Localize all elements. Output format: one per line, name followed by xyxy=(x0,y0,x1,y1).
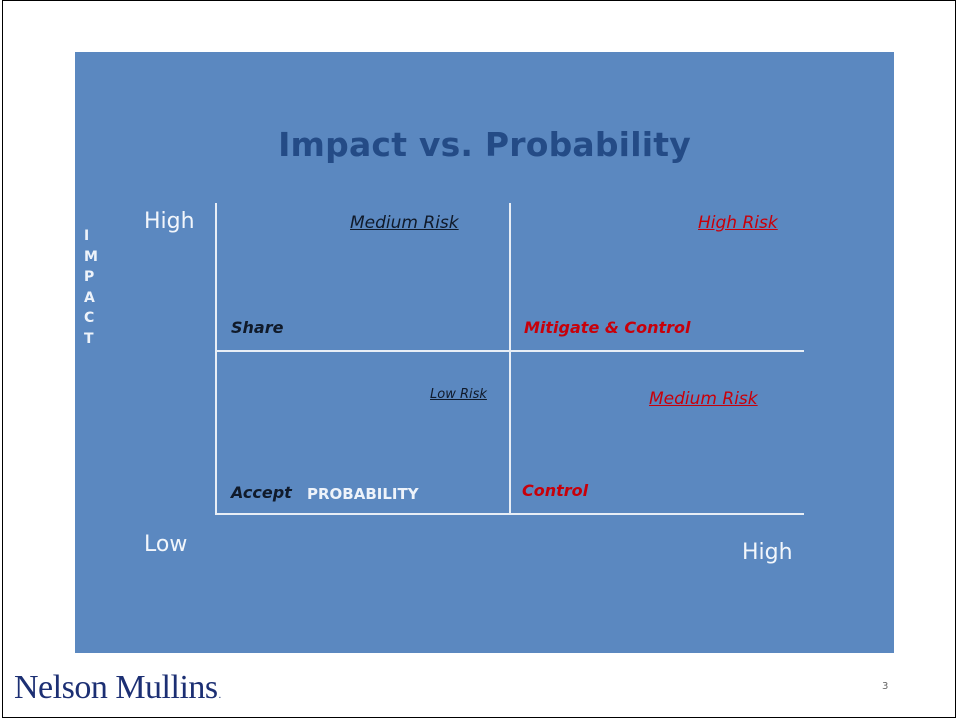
bottom-right-strategy-label: Control xyxy=(522,481,589,500)
y-axis-letter: M xyxy=(84,248,98,265)
slide-title: Impact vs. Probability xyxy=(278,125,691,164)
nelson-mullins-logo: Nelson Mullins. xyxy=(14,669,221,707)
y-axis-letter: C xyxy=(84,310,95,326)
top-left-risk-label: Medium Risk xyxy=(350,213,459,233)
y-axis-letter: T xyxy=(84,330,94,347)
bottom-right-risk-label: Medium Risk xyxy=(649,389,758,409)
y-axis-letter: P xyxy=(84,269,95,285)
x-axis-title: PROBABILITY xyxy=(307,485,419,503)
horizontal-divider xyxy=(215,350,804,352)
y-axis-letter: A xyxy=(84,289,95,306)
bottom-left-strategy-label: Accept xyxy=(231,483,292,502)
bottom-left-risk-label: Low Risk xyxy=(430,387,487,402)
x-axis-high-label: High xyxy=(742,540,793,565)
y-axis-title: I M P A C T xyxy=(84,226,108,349)
top-left-strategy-label: Share xyxy=(231,318,284,337)
logo-text: Nelson Mullins xyxy=(14,669,218,706)
vertical-divider xyxy=(509,203,511,514)
top-right-strategy-label: Mitigate & Control xyxy=(524,318,691,337)
y-axis-line xyxy=(215,203,217,514)
y-axis-letter: I xyxy=(84,228,90,244)
logo-mark: . xyxy=(218,690,222,701)
slide-panel: Impact vs. Probability xyxy=(75,52,894,653)
y-axis-low-label: Low xyxy=(144,532,188,557)
top-right-risk-label: High Risk xyxy=(698,213,778,233)
y-axis-high-label: High xyxy=(144,209,195,234)
page-number: 3 xyxy=(882,681,889,692)
